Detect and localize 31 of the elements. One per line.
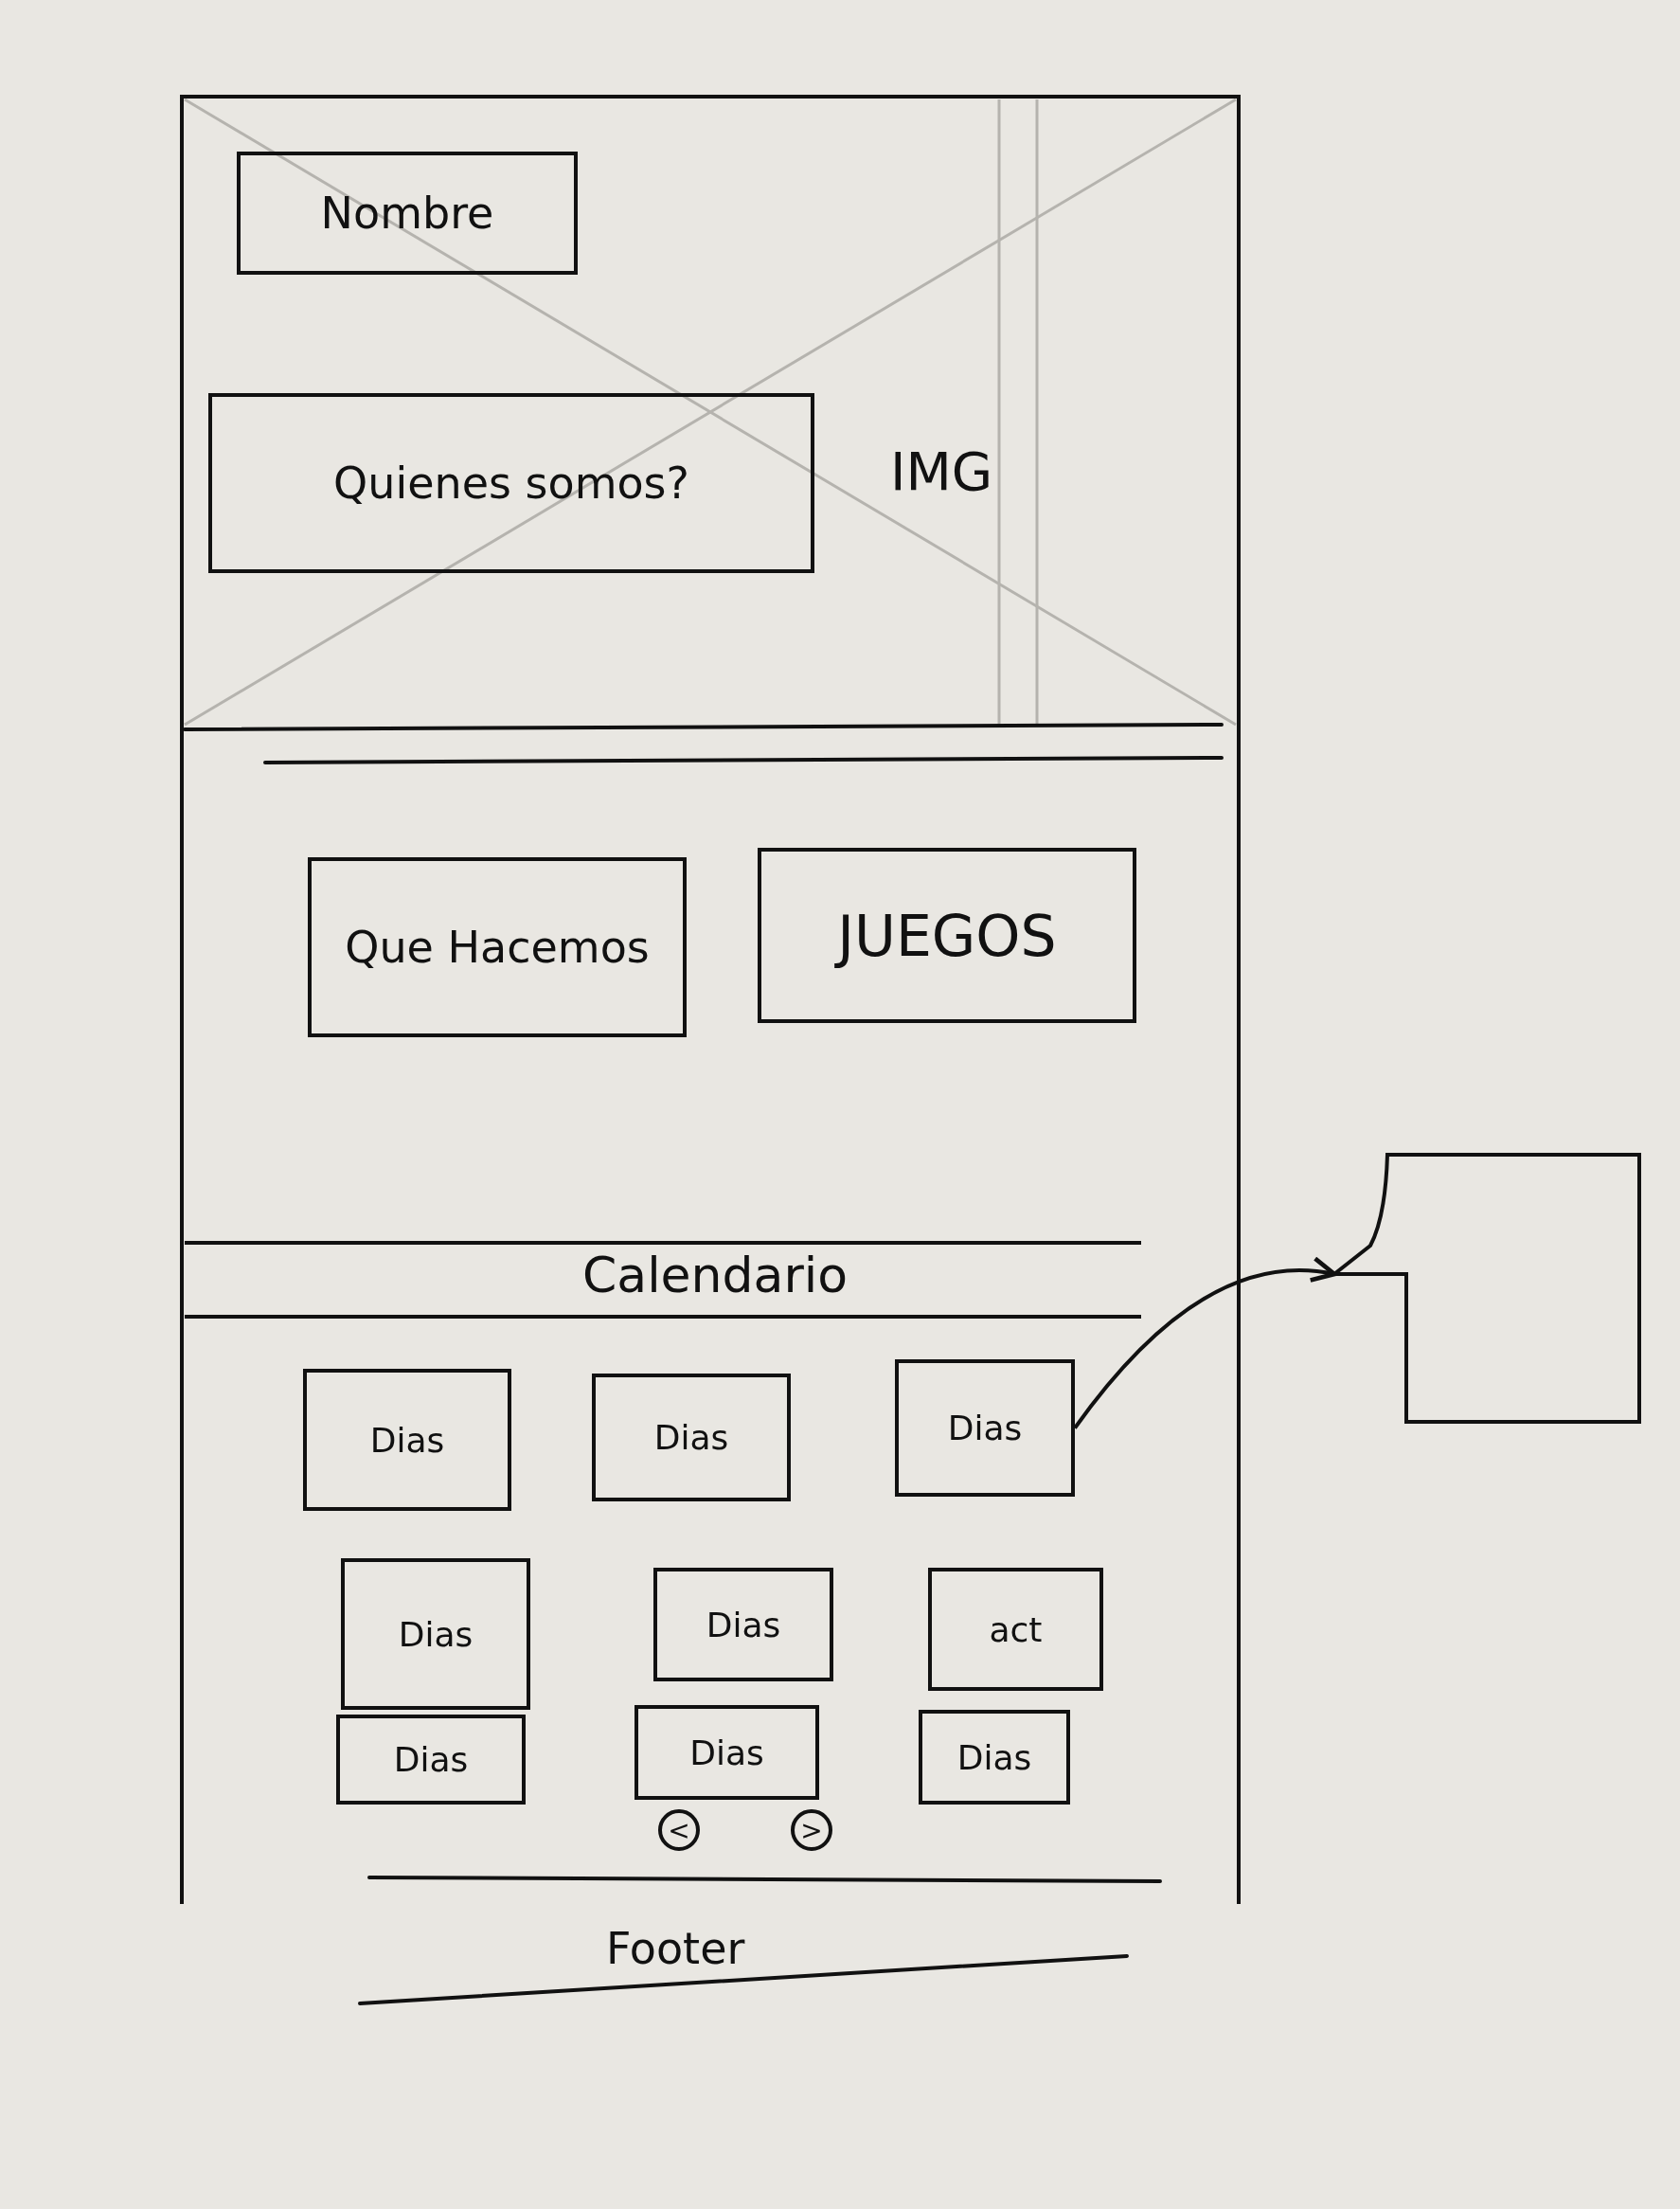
day-card [303,1369,511,1511]
arrow [1073,1257,1337,1429]
day-label: Dias [947,1409,1023,1447]
box-label: Nombre [320,188,494,239]
image-label: IMG [890,440,993,502]
box-label: Quienes somos? [333,458,689,509]
day-label: Dias [689,1733,764,1772]
title-box [237,152,578,275]
day-card [592,1374,791,1501]
day-card [919,1710,1070,1805]
day-card [336,1715,526,1805]
day-label: act [989,1609,1043,1649]
day-card [895,1359,1075,1497]
day-card [928,1568,1103,1691]
day-label: Dias [393,1740,469,1779]
next-button: > [791,1809,832,1851]
day-label: Dias [653,1418,729,1457]
content-box [208,393,814,573]
day-label: Dias [706,1605,781,1644]
day-card [341,1558,530,1710]
section-title: Footer [606,1923,745,1974]
day-card [634,1705,819,1800]
box-label: Que Hacemos [345,922,650,973]
content-box [308,857,687,1037]
day-label: Dias [369,1420,445,1460]
section-title: Calendario [582,1247,849,1303]
day-label: Dias [398,1614,474,1654]
content-box [758,848,1136,1023]
day-card [653,1568,833,1681]
day-label: Dias [956,1737,1032,1777]
previous-button: < [658,1809,700,1851]
